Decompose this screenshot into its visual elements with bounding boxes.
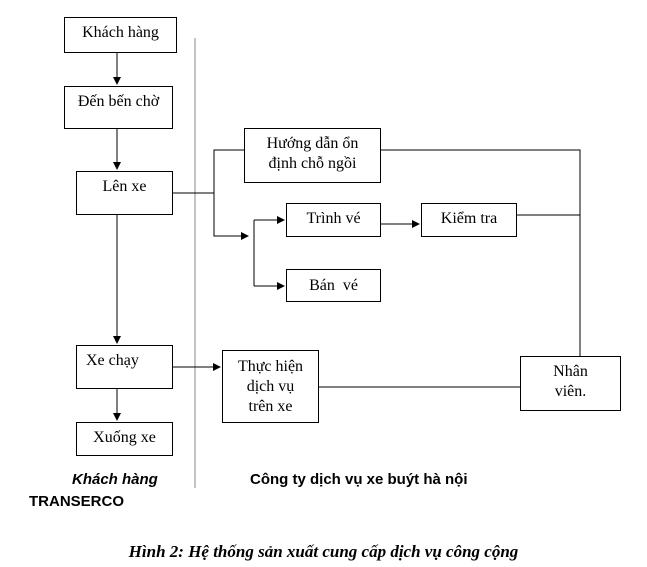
text: trên xe <box>248 398 293 415</box>
lane-label-customer: Khách hàng <box>72 471 158 488</box>
text: định chỗ ngồi <box>268 155 357 172</box>
step-ride: Xe chạy <box>76 345 173 389</box>
line-guide-staff <box>380 149 581 356</box>
figure-caption: Hình 2: Hệ thống sản xuất cung cấp dịch … <box>128 542 519 561</box>
step-alight: Xuống xe <box>76 422 173 456</box>
text: viên. <box>554 383 587 400</box>
step-arrive-stop: Đến bến chờ <box>64 86 173 129</box>
text: Hướng dẫn ổn <box>266 135 359 152</box>
step-check: Kiểm tra <box>421 203 517 237</box>
step-show-ticket: Trình vé <box>286 203 381 237</box>
step-sell-ticket: Bán vé <box>286 269 381 302</box>
step-customer: Khách hàng <box>64 17 177 53</box>
text: Thực hiện <box>237 358 304 375</box>
step-service: Thực hiện dịch vụ trên xe <box>222 350 319 423</box>
text: Nhân <box>553 363 588 380</box>
text: dịch vụ <box>246 378 295 395</box>
label-transerco: TRANSERCO <box>29 493 125 510</box>
step-staff: Nhân viên. <box>520 356 621 411</box>
branch <box>213 149 249 240</box>
step-board: Lên xe <box>76 171 173 215</box>
step-guide-seat: Hướng dẫn ổn định chỗ ngồi <box>244 128 381 183</box>
lane-label-company: Công ty dịch vụ xe buýt hà nội <box>250 471 468 488</box>
